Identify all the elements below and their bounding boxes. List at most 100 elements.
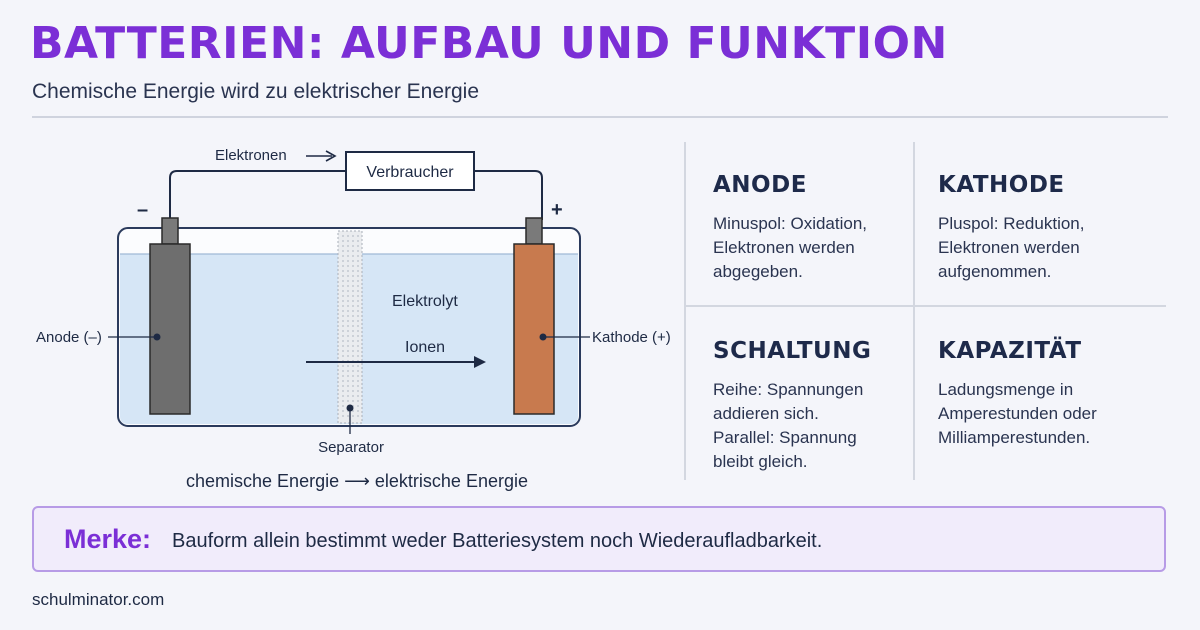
- separator-pore: [352, 245, 354, 247]
- separator-pore: [357, 315, 359, 317]
- ion-flow-arrow-icon: [306, 356, 486, 368]
- separator-pore: [347, 295, 349, 297]
- separator-pore: [342, 270, 344, 272]
- card-line: Milliamperestunden.: [938, 428, 1091, 447]
- cathode-electrode: [513, 243, 555, 415]
- separator-pore: [347, 320, 349, 322]
- separator-pore: [342, 365, 344, 367]
- card-schaltung: SCHALTUNG Reihe: Spannungen addieren sic…: [713, 338, 933, 474]
- separator-pore: [347, 415, 349, 417]
- separator-pore: [342, 415, 344, 417]
- separator-pore: [342, 400, 344, 402]
- separator-pore: [347, 315, 349, 317]
- separator-pore: [342, 265, 344, 267]
- separator-pore: [342, 245, 344, 247]
- separator-pore: [357, 350, 359, 352]
- grid-divider-horizontal: [684, 305, 1166, 307]
- separator-pore: [342, 280, 344, 282]
- plus-sign: +: [551, 199, 563, 221]
- card-anode: ANODE Minuspol: Oxidation, Elektronen we…: [713, 172, 933, 284]
- ions-label: Ionen: [405, 339, 445, 356]
- separator: [337, 230, 363, 424]
- separator-pore: [347, 375, 349, 377]
- separator-pore: [342, 325, 344, 327]
- separator-pore: [342, 380, 344, 382]
- separator-pore: [357, 275, 359, 277]
- separator-pore: [352, 300, 354, 302]
- separator-pore: [352, 305, 354, 307]
- separator-pore: [342, 405, 344, 407]
- separator-pore: [347, 240, 349, 242]
- separator-pore: [357, 395, 359, 397]
- circuit-wire: [169, 170, 346, 220]
- separator-pore: [342, 345, 344, 347]
- grid-divider-middle: [913, 142, 915, 480]
- separator-pore: [342, 385, 344, 387]
- separator-pore: [357, 255, 359, 257]
- separator-pore: [347, 355, 349, 357]
- separator-label: Separator: [318, 439, 384, 456]
- separator-pore: [357, 370, 359, 372]
- separator-pore: [352, 275, 354, 277]
- separator-pore: [352, 315, 354, 317]
- separator-pore: [347, 235, 349, 237]
- separator-pore: [357, 300, 359, 302]
- separator-pore: [352, 330, 354, 332]
- separator-pore: [342, 310, 344, 312]
- separator-pore: [352, 240, 354, 242]
- card-line: Elektronen werden: [938, 238, 1080, 257]
- separator-pore: [352, 335, 354, 337]
- separator-pore: [347, 255, 349, 257]
- separator-pore: [352, 255, 354, 257]
- card-line: aufgenommen.: [938, 262, 1052, 281]
- separator-pore: [357, 415, 359, 417]
- separator-pore: [352, 260, 354, 262]
- separator-pore: [342, 335, 344, 337]
- separator-pore: [357, 325, 359, 327]
- separator-pore: [357, 365, 359, 367]
- separator-pore: [347, 290, 349, 292]
- separator-pore: [357, 385, 359, 387]
- separator-pore: [352, 270, 354, 272]
- separator-pore: [352, 325, 354, 327]
- card-line: addieren sich.: [713, 404, 819, 423]
- separator-pore: [352, 310, 354, 312]
- battery-diagram: Verbraucher Elektronen – + Anode (–) Kat…: [36, 147, 671, 491]
- note-label: Merke:: [64, 524, 152, 554]
- separator-pore: [357, 405, 359, 407]
- separator-pore: [357, 280, 359, 282]
- separator-pore: [342, 340, 344, 342]
- separator-pore: [342, 320, 344, 322]
- separator-pore: [352, 350, 354, 352]
- card-title: SCHALTUNG: [713, 338, 872, 364]
- separator-pore: [357, 295, 359, 297]
- separator-pore: [342, 350, 344, 352]
- separator-pore: [342, 255, 344, 257]
- separator-pore: [357, 270, 359, 272]
- separator-pore: [347, 285, 349, 287]
- card-line: Elektronen werden: [713, 238, 855, 257]
- separator-pore: [342, 260, 344, 262]
- separator-pore: [357, 240, 359, 242]
- separator-pore: [347, 260, 349, 262]
- card-line: Reihe: Spannungen: [713, 380, 864, 399]
- card-line: Minuspol: Oxidation,: [713, 214, 868, 233]
- separator-pore: [352, 320, 354, 322]
- separator-pore: [342, 250, 344, 252]
- separator-pore: [342, 370, 344, 372]
- card-line: Amperestunden oder: [938, 404, 1097, 423]
- separator-pore: [352, 295, 354, 297]
- electron-flow-arrow-icon: [306, 150, 337, 162]
- separator-pore: [342, 375, 344, 377]
- separator-pore: [352, 395, 354, 397]
- card-kapazitaet: KAPAZITÄT Ladungsmenge in Amperestunden …: [938, 338, 1158, 450]
- page-subtitle: Chemische Energie wird zu elektrischer E…: [32, 80, 480, 103]
- separator-pore: [347, 300, 349, 302]
- card-title: KAPAZITÄT: [938, 338, 1082, 364]
- electrons-label: Elektronen: [215, 147, 287, 164]
- separator-pore: [342, 410, 344, 412]
- card-line: Ladungsmenge in: [938, 380, 1074, 399]
- separator-pore: [352, 410, 354, 412]
- separator-pore: [347, 350, 349, 352]
- separator-pore: [357, 410, 359, 412]
